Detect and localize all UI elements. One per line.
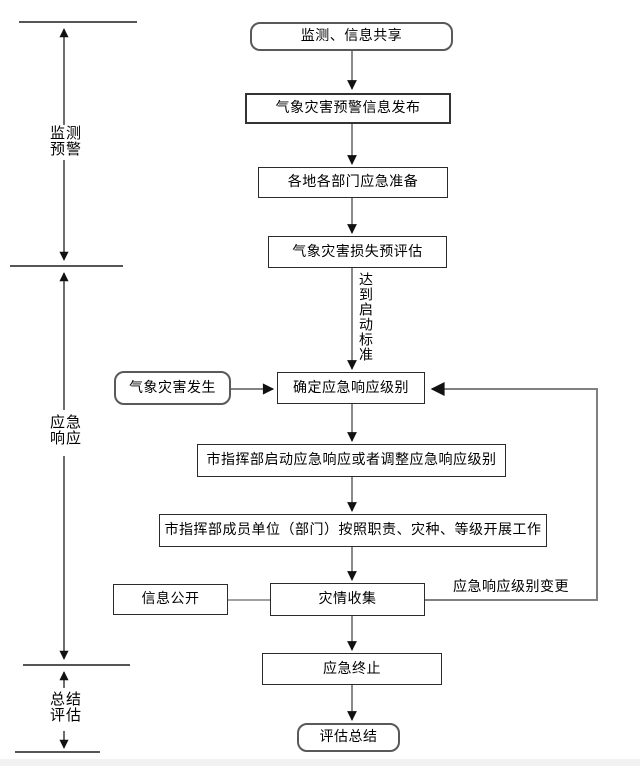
phase-label-monitoring-warning: 监测 预警	[42, 125, 90, 157]
phase-label-line: 预警	[49, 140, 82, 158]
feedback-loop-level-change	[425, 382, 598, 601]
phase-label-line: 监测	[49, 124, 82, 142]
node-eval-summary: 评估总结	[297, 723, 400, 752]
node-disaster-occur: 气象灾害发生	[114, 371, 231, 405]
node-start-or-adjust: 市指挥部启动应急响应或者调整应急响应级别	[197, 444, 506, 477]
phase-label-line: 总结	[49, 690, 82, 708]
node-info-public: 信息公开	[113, 584, 228, 615]
phase-label-line: 应急	[49, 413, 82, 431]
node-disaster-collect: 灾情收集	[270, 583, 425, 616]
phase-label-line: 响应	[49, 429, 82, 447]
page-edge-strip	[0, 759, 640, 766]
phase-label-line: 评估	[49, 706, 82, 724]
edge-label-level-change: 应急响应级别变更	[453, 579, 569, 595]
node-preparation: 各地各部门应急准备	[258, 167, 448, 198]
phase-label-emergency-response: 应急 响应	[42, 414, 90, 446]
node-emergency-end: 应急终止	[262, 653, 442, 685]
node-loss-preassess: 气象灾害损失预评估	[268, 236, 447, 268]
phase-label-summary-evaluation: 总结 评估	[42, 691, 90, 723]
edge-label-reach-standard: 达到启动标准	[357, 272, 373, 362]
node-determine-level: 确定应急响应级别	[277, 372, 425, 404]
node-warning-release: 气象灾害预警信息发布	[245, 93, 451, 124]
node-members-work: 市指挥部成员单位（部门）按照职责、灾种、等级开展工作	[159, 514, 547, 547]
node-monitor-share: 监测、信息共享	[250, 22, 453, 51]
